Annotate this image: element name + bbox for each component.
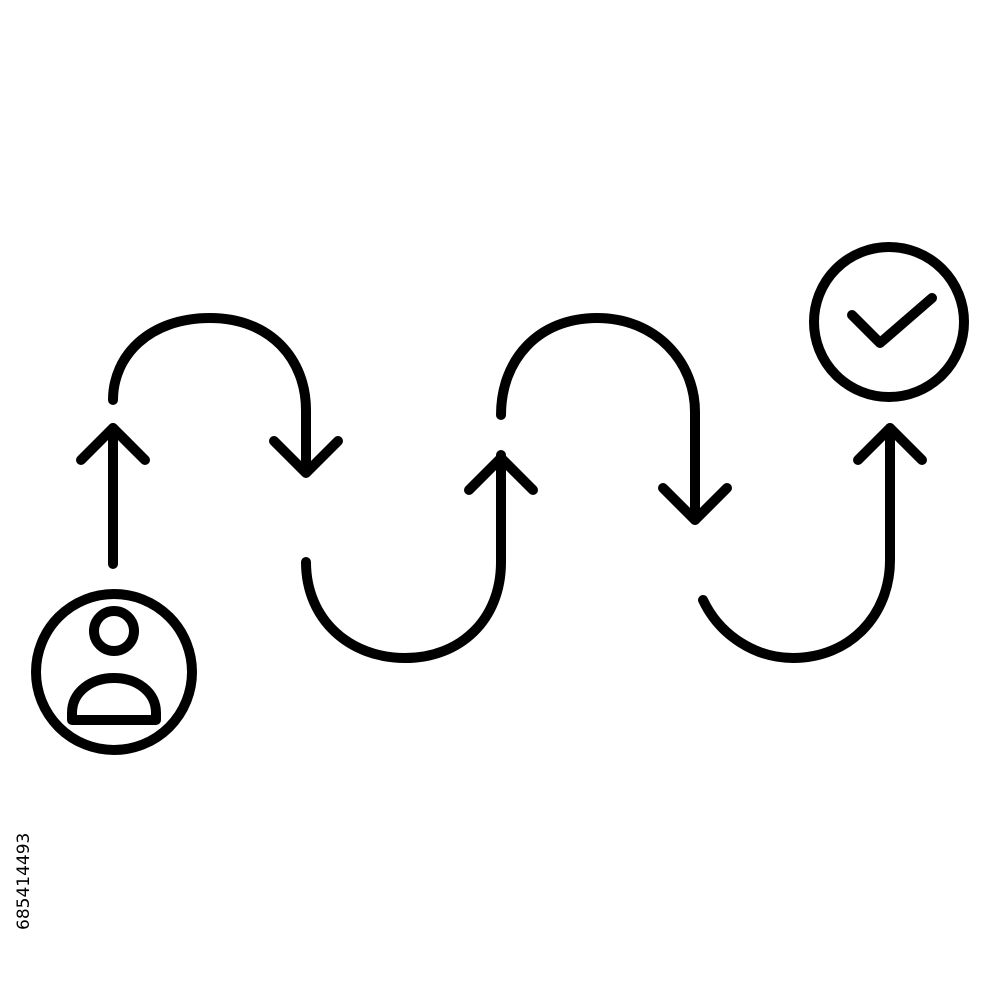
valley-arrow-1-head xyxy=(464,453,538,495)
valley-arrow-1 xyxy=(301,450,538,663)
hump-arrow-1-head xyxy=(269,436,343,478)
hump-arrow-2-head xyxy=(658,483,732,525)
valley-arrow-1-curve xyxy=(301,450,506,663)
valley-arrow-2-curve xyxy=(698,423,895,663)
user-icon-body xyxy=(67,673,161,725)
valley-arrow-2-head xyxy=(853,423,927,465)
user-icon-circle xyxy=(31,589,197,755)
hump-arrow-2-curve xyxy=(496,313,700,525)
checkmark-icon xyxy=(809,242,969,402)
up-arrow-1 xyxy=(76,423,150,569)
checkmark-icon-circle xyxy=(809,242,969,402)
hump-arrow-2 xyxy=(496,313,732,525)
checkmark-icon-tick xyxy=(847,293,937,348)
valley-arrow-2 xyxy=(698,423,927,663)
hump-arrow-1 xyxy=(108,313,343,478)
user-icon-head xyxy=(89,606,139,656)
hump-arrow-1-curve xyxy=(108,313,311,475)
stock-id-watermark: 685414493 xyxy=(14,833,34,930)
up-arrow-1-head xyxy=(76,423,150,465)
user-icon xyxy=(31,589,197,755)
